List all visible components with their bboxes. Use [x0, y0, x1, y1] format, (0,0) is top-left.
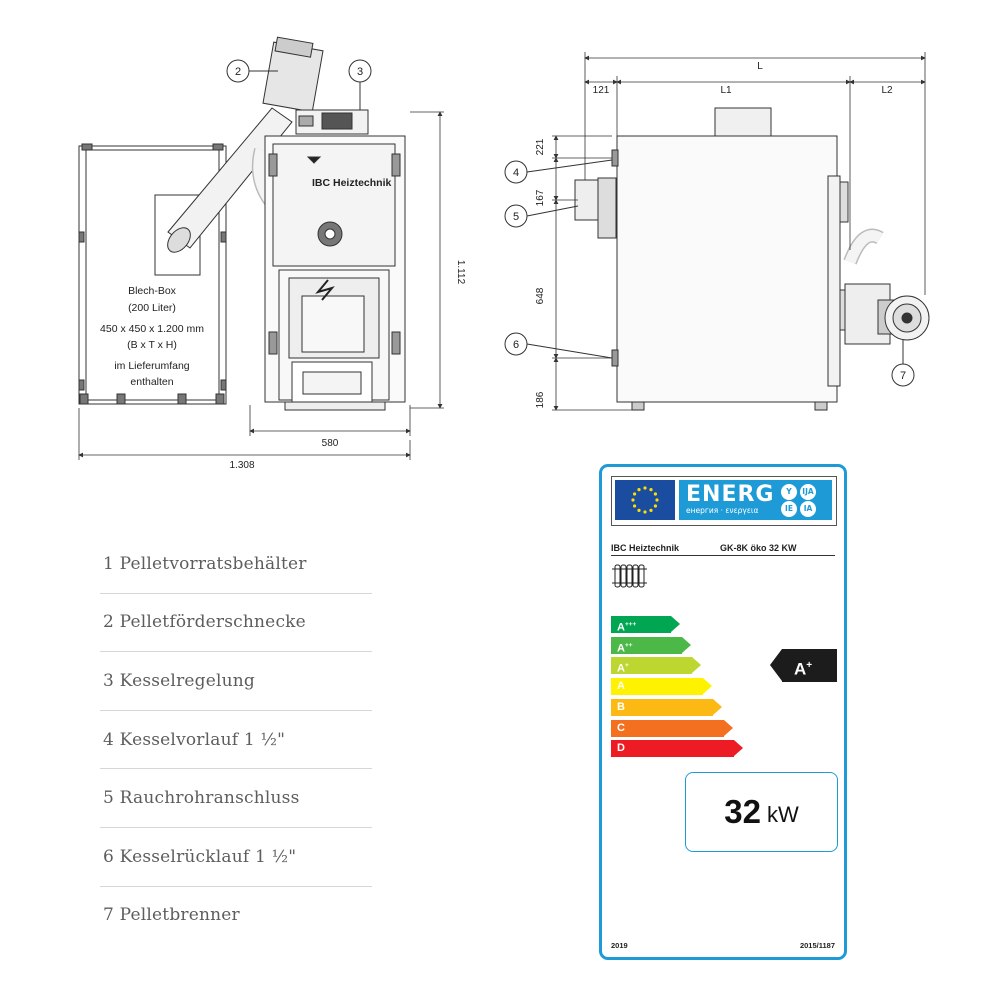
callout-2: 2 — [226, 59, 278, 83]
dim-121-value: 121 — [593, 85, 610, 96]
parts-legend: 1 Pelletvorratsbehälter 2 Pelletfördersc… — [100, 535, 372, 944]
model-name: GK-8K öko 32 KW — [720, 543, 797, 553]
efficiency-class-bar: A+ — [611, 657, 701, 676]
legend-item: 5 Rauchrohranschluss — [100, 769, 372, 828]
efficiency-class-bar: A — [611, 678, 711, 696]
energy-subtitle: енергия · ενεργεια — [686, 506, 759, 515]
callout-4-number: 4 — [513, 167, 519, 179]
energy-label-header: ENERG енергия · ενεργεια Y IJA IE IA — [611, 476, 837, 526]
efficiency-class-bar: C — [611, 719, 732, 737]
energy-label: ENERG енергия · ενεργεια Y IJA IE IA IBC… — [599, 464, 847, 960]
efficiency-class-label: A — [617, 642, 625, 655]
radiator-icon — [611, 563, 651, 589]
callout-7-number: 7 — [900, 370, 906, 382]
controller-drawing — [295, 109, 369, 135]
pellet-box-label: Blech-Box (200 Liter) 450 x 450 x 1.200 … — [100, 285, 204, 388]
label-year: 2019 — [611, 941, 628, 950]
energy-rating-indicator: A+ — [770, 649, 837, 682]
energy-title: ENERG — [686, 482, 775, 507]
rating-letter: A — [794, 659, 807, 679]
dim-height-value: 1.112 — [455, 260, 466, 285]
eu-flag-icon — [615, 480, 675, 520]
efficiency-class-bar: B — [611, 698, 722, 716]
callout-7: 7 — [891, 340, 915, 387]
efficiency-class-label: C — [617, 721, 625, 734]
front-dimensions — [78, 111, 444, 460]
boiler-front-drawing — [264, 135, 406, 411]
legend-item: 4 Kesselvorlauf 1 ½" — [100, 711, 372, 770]
efficiency-class-bar: A+++ — [611, 616, 680, 634]
dim-boiler-width-value: 580 — [322, 438, 339, 449]
efficiency-class-label: A — [617, 621, 625, 634]
legend-item: 2 Pelletförderschnecke — [100, 594, 372, 653]
box-label-line5: im Lieferumfang — [114, 360, 189, 372]
efficiency-class-label: D — [617, 742, 625, 755]
efficiency-class-suffix: + — [624, 662, 629, 670]
efficiency-class-label: A — [617, 663, 625, 676]
callout-6-number: 6 — [513, 339, 519, 351]
callout-6: 6 — [504, 332, 613, 359]
callout-5-number: 5 — [513, 211, 519, 223]
power-unit: kW — [766, 802, 799, 827]
box-label-line2: (200 Liter) — [128, 302, 176, 314]
legend-item: 1 Pelletvorratsbehälter — [100, 535, 372, 594]
front-view: IBC Heiztechnik — [78, 36, 406, 411]
dim-L2-value: L2 — [881, 85, 893, 96]
side-view — [574, 107, 930, 411]
dim-L1-value: L1 — [720, 85, 732, 96]
callout-3-number: 3 — [357, 66, 363, 78]
dim-648-value: 648 — [535, 287, 546, 304]
dim-L-value: L — [757, 61, 763, 72]
lang-code: IA — [800, 501, 816, 517]
box-label-line3: 450 x 450 x 1.200 mm — [100, 323, 204, 335]
legend-item: 3 Kesselregelung — [100, 652, 372, 711]
box-label-line4: (B x T x H) — [127, 339, 177, 351]
pellet-box-drawing — [78, 143, 227, 405]
lang-code: IE — [781, 501, 797, 517]
dim-221-value: 221 — [535, 138, 546, 155]
callout-3: 3 — [348, 59, 372, 110]
efficiency-class-bar: D — [611, 740, 743, 758]
callout-2-number: 2 — [235, 66, 241, 78]
dim-186-value: 186 — [535, 391, 546, 408]
box-label-line6: enthalten — [130, 376, 173, 388]
efficiency-class-suffix: ++ — [624, 641, 633, 649]
box-label-line1: Blech-Box — [128, 285, 177, 297]
legend-item: 6 Kesselrücklauf 1 ½" — [100, 828, 372, 887]
lang-code: Y — [781, 484, 797, 500]
dim-167-value: 167 — [535, 189, 546, 206]
callout-4: 4 — [504, 159, 613, 184]
dim-total-width-value: 1.308 — [229, 460, 254, 470]
efficiency-class-suffix: +++ — [624, 621, 637, 628]
legend-item: 7 Pelletbrenner — [103, 905, 240, 926]
efficiency-class-bar: A++ — [611, 636, 690, 655]
divider — [611, 555, 835, 556]
technical-drawings: IBC Heiztechnik Blech-Box (200 Liter) 45… — [78, 36, 930, 470]
supplier-name: IBC Heiztechnik — [611, 543, 680, 553]
side-dimensions — [552, 52, 926, 411]
regulation-number: 2015/1187 — [799, 941, 835, 950]
callout-5: 5 — [504, 204, 579, 228]
lang-code: IJA — [800, 484, 816, 500]
power-value: 32 — [724, 793, 761, 830]
power-box: 32 kW — [685, 772, 838, 852]
brand-plate: IBC Heiztechnik — [312, 177, 392, 189]
rating-suffix: + — [806, 660, 813, 671]
energy-title-box: ENERG енергия · ενεργεια Y IJA IE IA — [679, 480, 832, 520]
efficiency-class-label: B — [617, 700, 625, 713]
efficiency-class-label: A — [617, 680, 625, 693]
